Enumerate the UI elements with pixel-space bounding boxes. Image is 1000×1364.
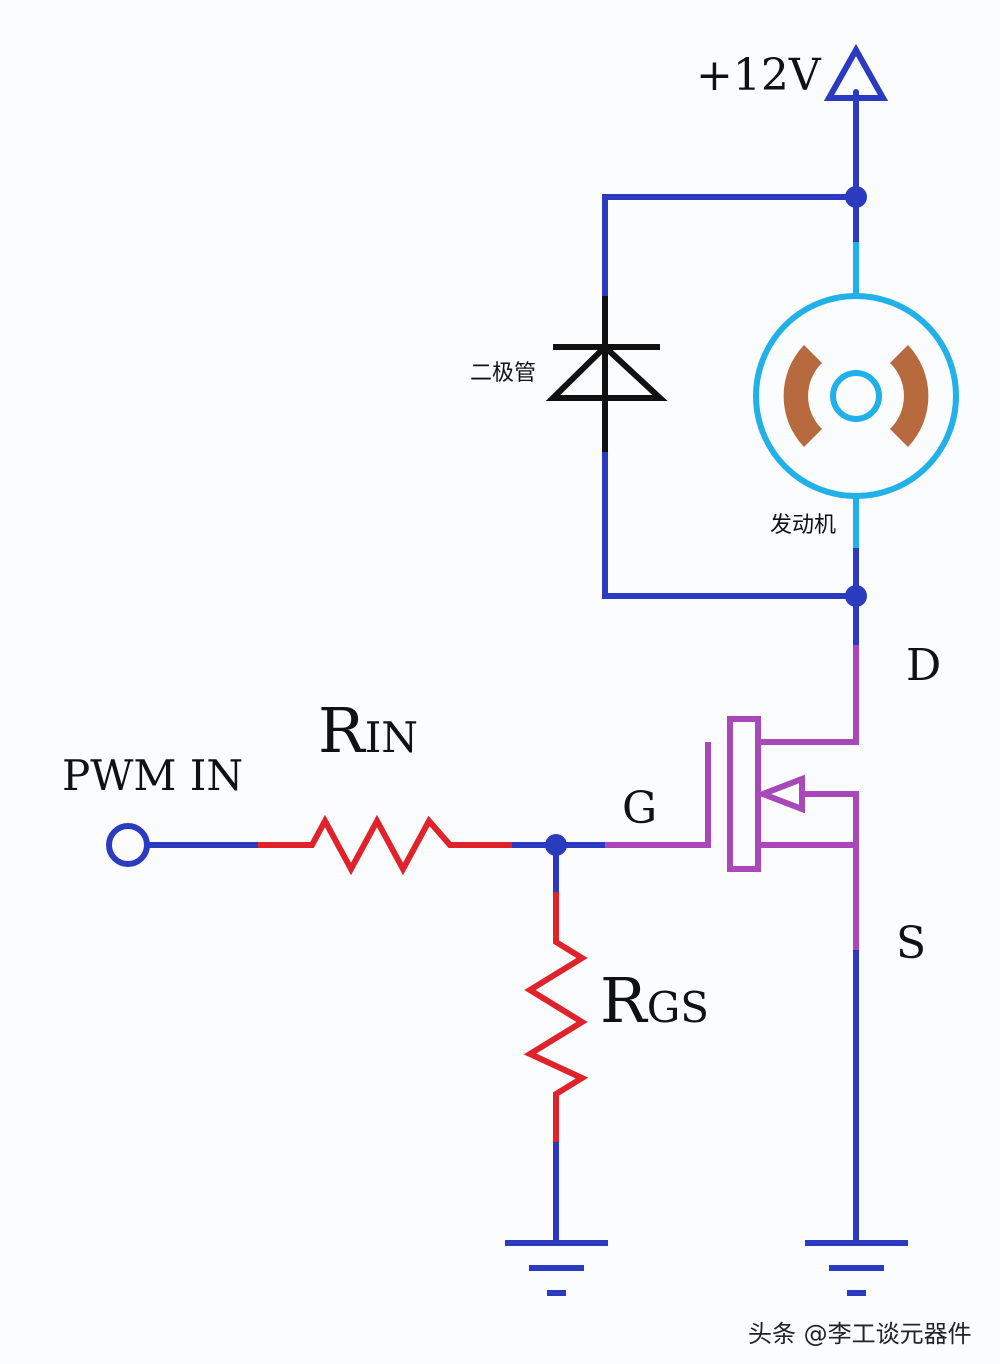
resistor-rin (258, 814, 512, 876)
gate-label: G (622, 783, 657, 834)
rin-label-sub: IN (365, 713, 418, 762)
pwm-in-label: PWM IN (62, 751, 243, 800)
supply-arrow-icon (823, 43, 889, 101)
resistor-rin-zigzag (258, 814, 512, 876)
motor-magnet-right-icon (890, 345, 929, 447)
mosfet-drain-lead (758, 645, 859, 745)
motor-rotor-icon (830, 370, 882, 422)
diode (545, 296, 668, 452)
ground-right-icon (805, 1240, 908, 1296)
mosfet (605, 645, 859, 950)
mosfet-body-lead (802, 791, 859, 950)
motor-magnet-left-icon (783, 345, 822, 447)
diode-triangle-icon (545, 342, 668, 401)
supply-label: +12V (696, 50, 822, 101)
motor (753, 242, 959, 548)
junction-dot-drain (845, 585, 867, 607)
diode-top-wire (602, 194, 859, 301)
diode-label: 二极管 (470, 361, 536, 386)
rin-label: RIN (318, 694, 418, 767)
rin-label-main: R (318, 694, 367, 767)
watermark: 头条 @李工谈元器件 (748, 1320, 972, 1348)
wires (147, 89, 859, 1245)
junction-dot-gate (545, 834, 567, 856)
mosfet-arrow-icon (754, 774, 805, 814)
rgs-label: RGS (600, 964, 709, 1037)
ground-left-icon (505, 1240, 608, 1296)
rgs-label-sub: GS (647, 983, 709, 1032)
drain-label: D (906, 640, 941, 691)
motor-label: 发动机 (770, 513, 836, 538)
resistor-rgs-zigzag (523, 892, 589, 1142)
rgs-label-main: R (600, 964, 649, 1037)
mosfet-channel (727, 716, 761, 872)
source-label: S (896, 918, 926, 969)
pwm-input-terminal (106, 823, 150, 867)
junction-dot-top (845, 186, 867, 208)
diode-bottom-wire (602, 449, 859, 599)
resistor-rgs (523, 892, 589, 1142)
